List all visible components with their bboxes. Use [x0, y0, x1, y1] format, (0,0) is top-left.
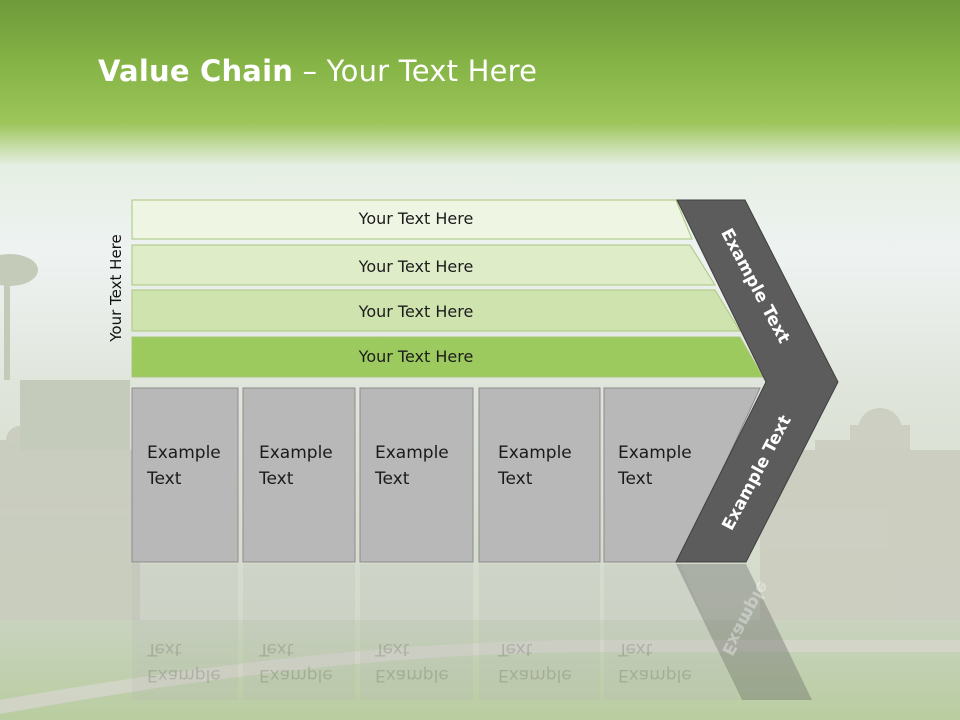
- column-box-3: [359, 387, 474, 563]
- band-label-3: Your Text Here: [358, 302, 474, 321]
- band-label-4: Your Text Here: [358, 347, 474, 366]
- side-label: Your Text Here: [107, 234, 125, 342]
- column-label-4: Example Text: [498, 443, 572, 489]
- garden-path: [0, 640, 960, 714]
- column-reflection-2: Example Text: [259, 639, 333, 685]
- column-reflection-3: Example Text: [375, 639, 449, 685]
- column-label-2: Example Text: [259, 443, 333, 489]
- slide-title: Value Chain – Your Text Here: [98, 54, 537, 88]
- band-3: [131, 289, 741, 332]
- palm-tree: [0, 254, 38, 380]
- lawn: [0, 620, 960, 720]
- band-label-1: Your Text Here: [358, 209, 474, 228]
- slide-title-rest: – Your Text Here: [293, 54, 538, 88]
- band-2: [131, 244, 716, 286]
- column-box-1: [131, 387, 239, 563]
- band-label-2: Your Text Here: [358, 257, 474, 276]
- column-box-4: [478, 387, 601, 563]
- column-reflection-1: Example Text: [147, 639, 221, 685]
- column-reflection-box-5: [604, 564, 740, 700]
- column-reflection-box-3: [360, 564, 473, 700]
- temple-silhouette-right: [760, 408, 960, 630]
- column-label-5: Example Text: [618, 443, 692, 489]
- band-1: [131, 199, 693, 240]
- column-reflection-5: Example Text: [618, 639, 692, 685]
- column-label-1: Example Text: [147, 443, 221, 489]
- column-label-3: Example Text: [375, 443, 449, 489]
- chevron-arrow: [675, 199, 839, 563]
- temple-silhouette-left: [0, 380, 140, 620]
- column-box-2: [242, 387, 356, 563]
- slide-title-bold: Value Chain: [98, 54, 294, 88]
- column-reflection-box-4: [479, 564, 600, 700]
- column-reflection-box-2: [243, 564, 355, 700]
- column-reflection-4: Example Text: [498, 639, 572, 685]
- column-reflection-box-1: [132, 564, 238, 700]
- chevron-reflection: [676, 564, 812, 700]
